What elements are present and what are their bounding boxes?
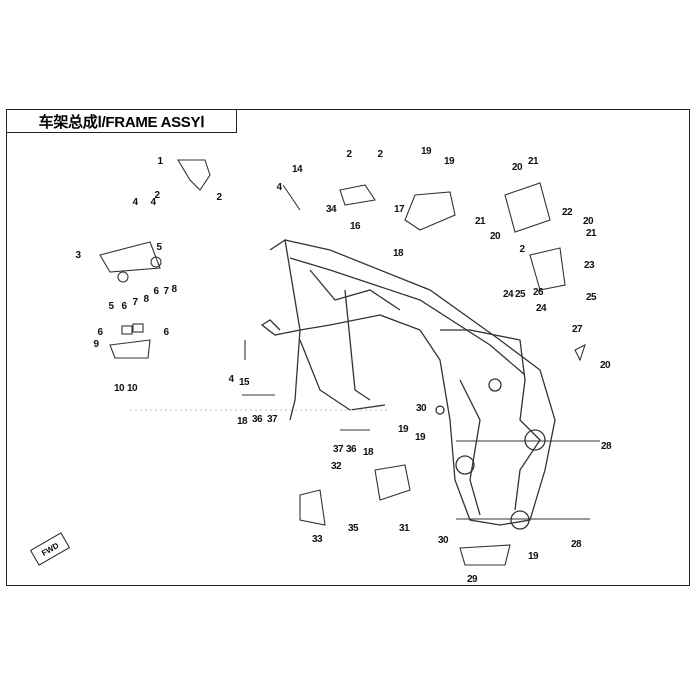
callout: 16 bbox=[349, 221, 361, 232]
callout: 19 bbox=[443, 156, 455, 167]
callout: 4 bbox=[228, 374, 234, 385]
callout: 30 bbox=[415, 403, 427, 414]
callout: 20 bbox=[582, 216, 594, 227]
callout: 35 bbox=[347, 523, 359, 534]
callout: 7 bbox=[132, 297, 138, 308]
callout: 27 bbox=[571, 324, 583, 335]
callout: 4 bbox=[150, 197, 156, 208]
callout: 24 bbox=[502, 289, 514, 300]
callout: 36 bbox=[345, 444, 357, 455]
callout: 10 bbox=[113, 383, 125, 394]
callout: 14 bbox=[291, 164, 303, 175]
callout: 19 bbox=[414, 432, 426, 443]
callout: 37 bbox=[332, 444, 344, 455]
callout: 20 bbox=[489, 231, 501, 242]
callout: 6 bbox=[121, 301, 127, 312]
callout: 8 bbox=[171, 284, 177, 295]
callout: 23 bbox=[583, 260, 595, 271]
callout: 5 bbox=[108, 301, 114, 312]
callout: 34 bbox=[325, 204, 337, 215]
callout: 6 bbox=[163, 327, 169, 338]
callout: 2 bbox=[519, 244, 525, 255]
callout: 2 bbox=[216, 192, 222, 203]
frame-main bbox=[260, 238, 556, 530]
callout: 21 bbox=[527, 156, 539, 167]
callout: 2 bbox=[346, 149, 352, 160]
callout: 25 bbox=[585, 292, 597, 303]
diagram-border bbox=[6, 109, 690, 586]
callout: 21 bbox=[585, 228, 597, 239]
callout: 21 bbox=[474, 216, 486, 227]
callout: 31 bbox=[398, 523, 410, 534]
callout: 10 bbox=[126, 383, 138, 394]
callout: 8 bbox=[143, 294, 149, 305]
callout: 18 bbox=[236, 416, 248, 427]
callout: 19 bbox=[527, 551, 539, 562]
callout: 7 bbox=[163, 286, 169, 297]
callout: 18 bbox=[362, 447, 374, 458]
callout: 1 bbox=[157, 156, 163, 167]
callout: 17 bbox=[393, 204, 405, 215]
callout: 37 bbox=[266, 414, 278, 425]
callout: 15 bbox=[238, 377, 250, 388]
callout: 28 bbox=[570, 539, 582, 550]
callout: 29 bbox=[466, 574, 478, 585]
callout: 6 bbox=[97, 327, 103, 338]
callout: 9 bbox=[93, 339, 99, 350]
callout: 36 bbox=[251, 414, 263, 425]
callout: 3 bbox=[75, 250, 81, 261]
callout: 22 bbox=[561, 207, 573, 218]
callout: 32 bbox=[330, 461, 342, 472]
callout: 33 bbox=[311, 534, 323, 545]
callout: 4 bbox=[276, 182, 282, 193]
callout: 20 bbox=[599, 360, 611, 371]
callout: 19 bbox=[397, 424, 409, 435]
parts bbox=[99, 159, 600, 566]
callout: 30 bbox=[437, 535, 449, 546]
diagram-title: 车架总成Ⅰ/FRAME ASSYⅠ bbox=[6, 109, 237, 133]
callout: 4 bbox=[132, 197, 138, 208]
callout: 25 bbox=[514, 289, 526, 300]
callout: 28 bbox=[600, 441, 612, 452]
callout: 24 bbox=[535, 303, 547, 314]
callout: 2 bbox=[154, 190, 160, 201]
callout: 19 bbox=[420, 146, 432, 157]
callout: 2 bbox=[377, 149, 383, 160]
callout: 18 bbox=[392, 248, 404, 259]
callout: 20 bbox=[511, 162, 523, 173]
callout: 6 bbox=[153, 286, 159, 297]
callout: 5 bbox=[156, 242, 162, 253]
callout: 26 bbox=[532, 287, 544, 298]
